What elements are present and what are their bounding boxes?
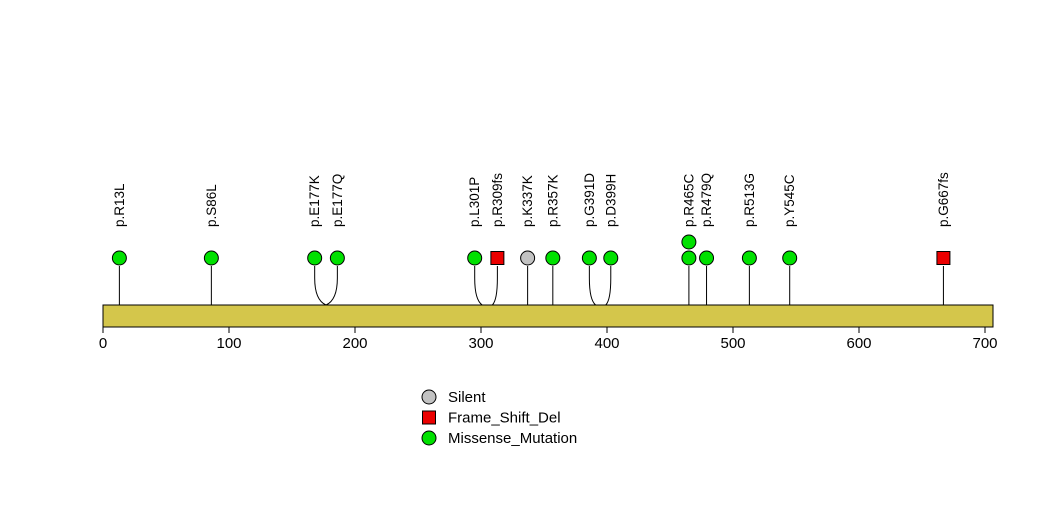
mutation-stem — [588, 266, 597, 306]
mutation-marker — [307, 250, 323, 266]
axis-tick-label: 500 — [720, 335, 745, 352]
mutation-stem — [325, 266, 338, 306]
axis-tick-label: 300 — [468, 335, 493, 352]
mutation-label: p.S86L — [204, 184, 219, 227]
axis-tick-label: 100 — [216, 335, 241, 352]
mutation-stem — [314, 266, 327, 306]
mutation-marker — [581, 250, 597, 266]
axis-tick-label: 200 — [342, 335, 367, 352]
protein-bar-layer — [102, 304, 994, 328]
mutation-marker — [699, 250, 715, 266]
legend-label: Silent — [448, 389, 486, 406]
labels-layer: p.R13L p.S86L p.E177K p.E177Q p.L301P p.R309f… — [112, 172, 951, 227]
mutation-marker — [741, 250, 757, 266]
mutation-marker — [520, 250, 536, 266]
axis-tick-label: 600 — [846, 335, 871, 352]
axis-layer: 0 100 200 300 400 500 600 700 — [99, 327, 998, 352]
mutation-label: p.R309fs — [490, 173, 505, 227]
protein-bar — [102, 304, 994, 328]
legend-marker — [421, 430, 437, 446]
mutation-label: p.E177Q — [330, 174, 345, 227]
axis-tick-label: 700 — [972, 335, 997, 352]
mutation-marker — [681, 250, 697, 266]
mutation-label: p.R13L — [112, 183, 127, 227]
mutation-marker — [936, 251, 951, 265]
mutation-label: p.R357K — [545, 174, 560, 227]
mutation-marker — [329, 250, 345, 266]
mutation-stem — [491, 266, 498, 306]
stems-layer — [118, 266, 944, 306]
axis-tick-label: 0 — [99, 335, 107, 352]
mutation-marker — [467, 250, 483, 266]
mutation-label: p.R513G — [742, 173, 757, 227]
mutation-label: p.R465C — [681, 173, 696, 227]
mutation-marker — [203, 250, 219, 266]
mutation-marker — [603, 250, 619, 266]
legend-label: Frame_Shift_Del — [448, 410, 561, 427]
mutation-stem — [474, 266, 483, 306]
mutation-label: p.L301P — [467, 177, 482, 227]
mutation-label: p.R479Q — [699, 173, 714, 227]
mutation-marker — [681, 234, 697, 250]
mutation-label: p.G667fs — [936, 172, 951, 227]
mutation-marker — [545, 250, 561, 266]
markers-layer — [111, 234, 951, 266]
mutation-label: p.K337K — [520, 175, 535, 227]
mutation-stem — [605, 266, 612, 306]
legend-label: Missense_Mutation — [448, 430, 577, 447]
mutation-label: p.D399H — [603, 174, 618, 227]
legend-marker — [422, 410, 436, 425]
axis-tick-label: 400 — [594, 335, 619, 352]
mutation-label: p.G391D — [582, 173, 597, 227]
mutation-label: p.E177K — [307, 175, 322, 227]
mutation-marker — [111, 250, 127, 266]
mutation-label: p.Y545C — [782, 174, 797, 227]
mutation-marker — [490, 251, 505, 265]
mutation-marker — [782, 250, 798, 266]
legend-marker — [421, 389, 437, 405]
